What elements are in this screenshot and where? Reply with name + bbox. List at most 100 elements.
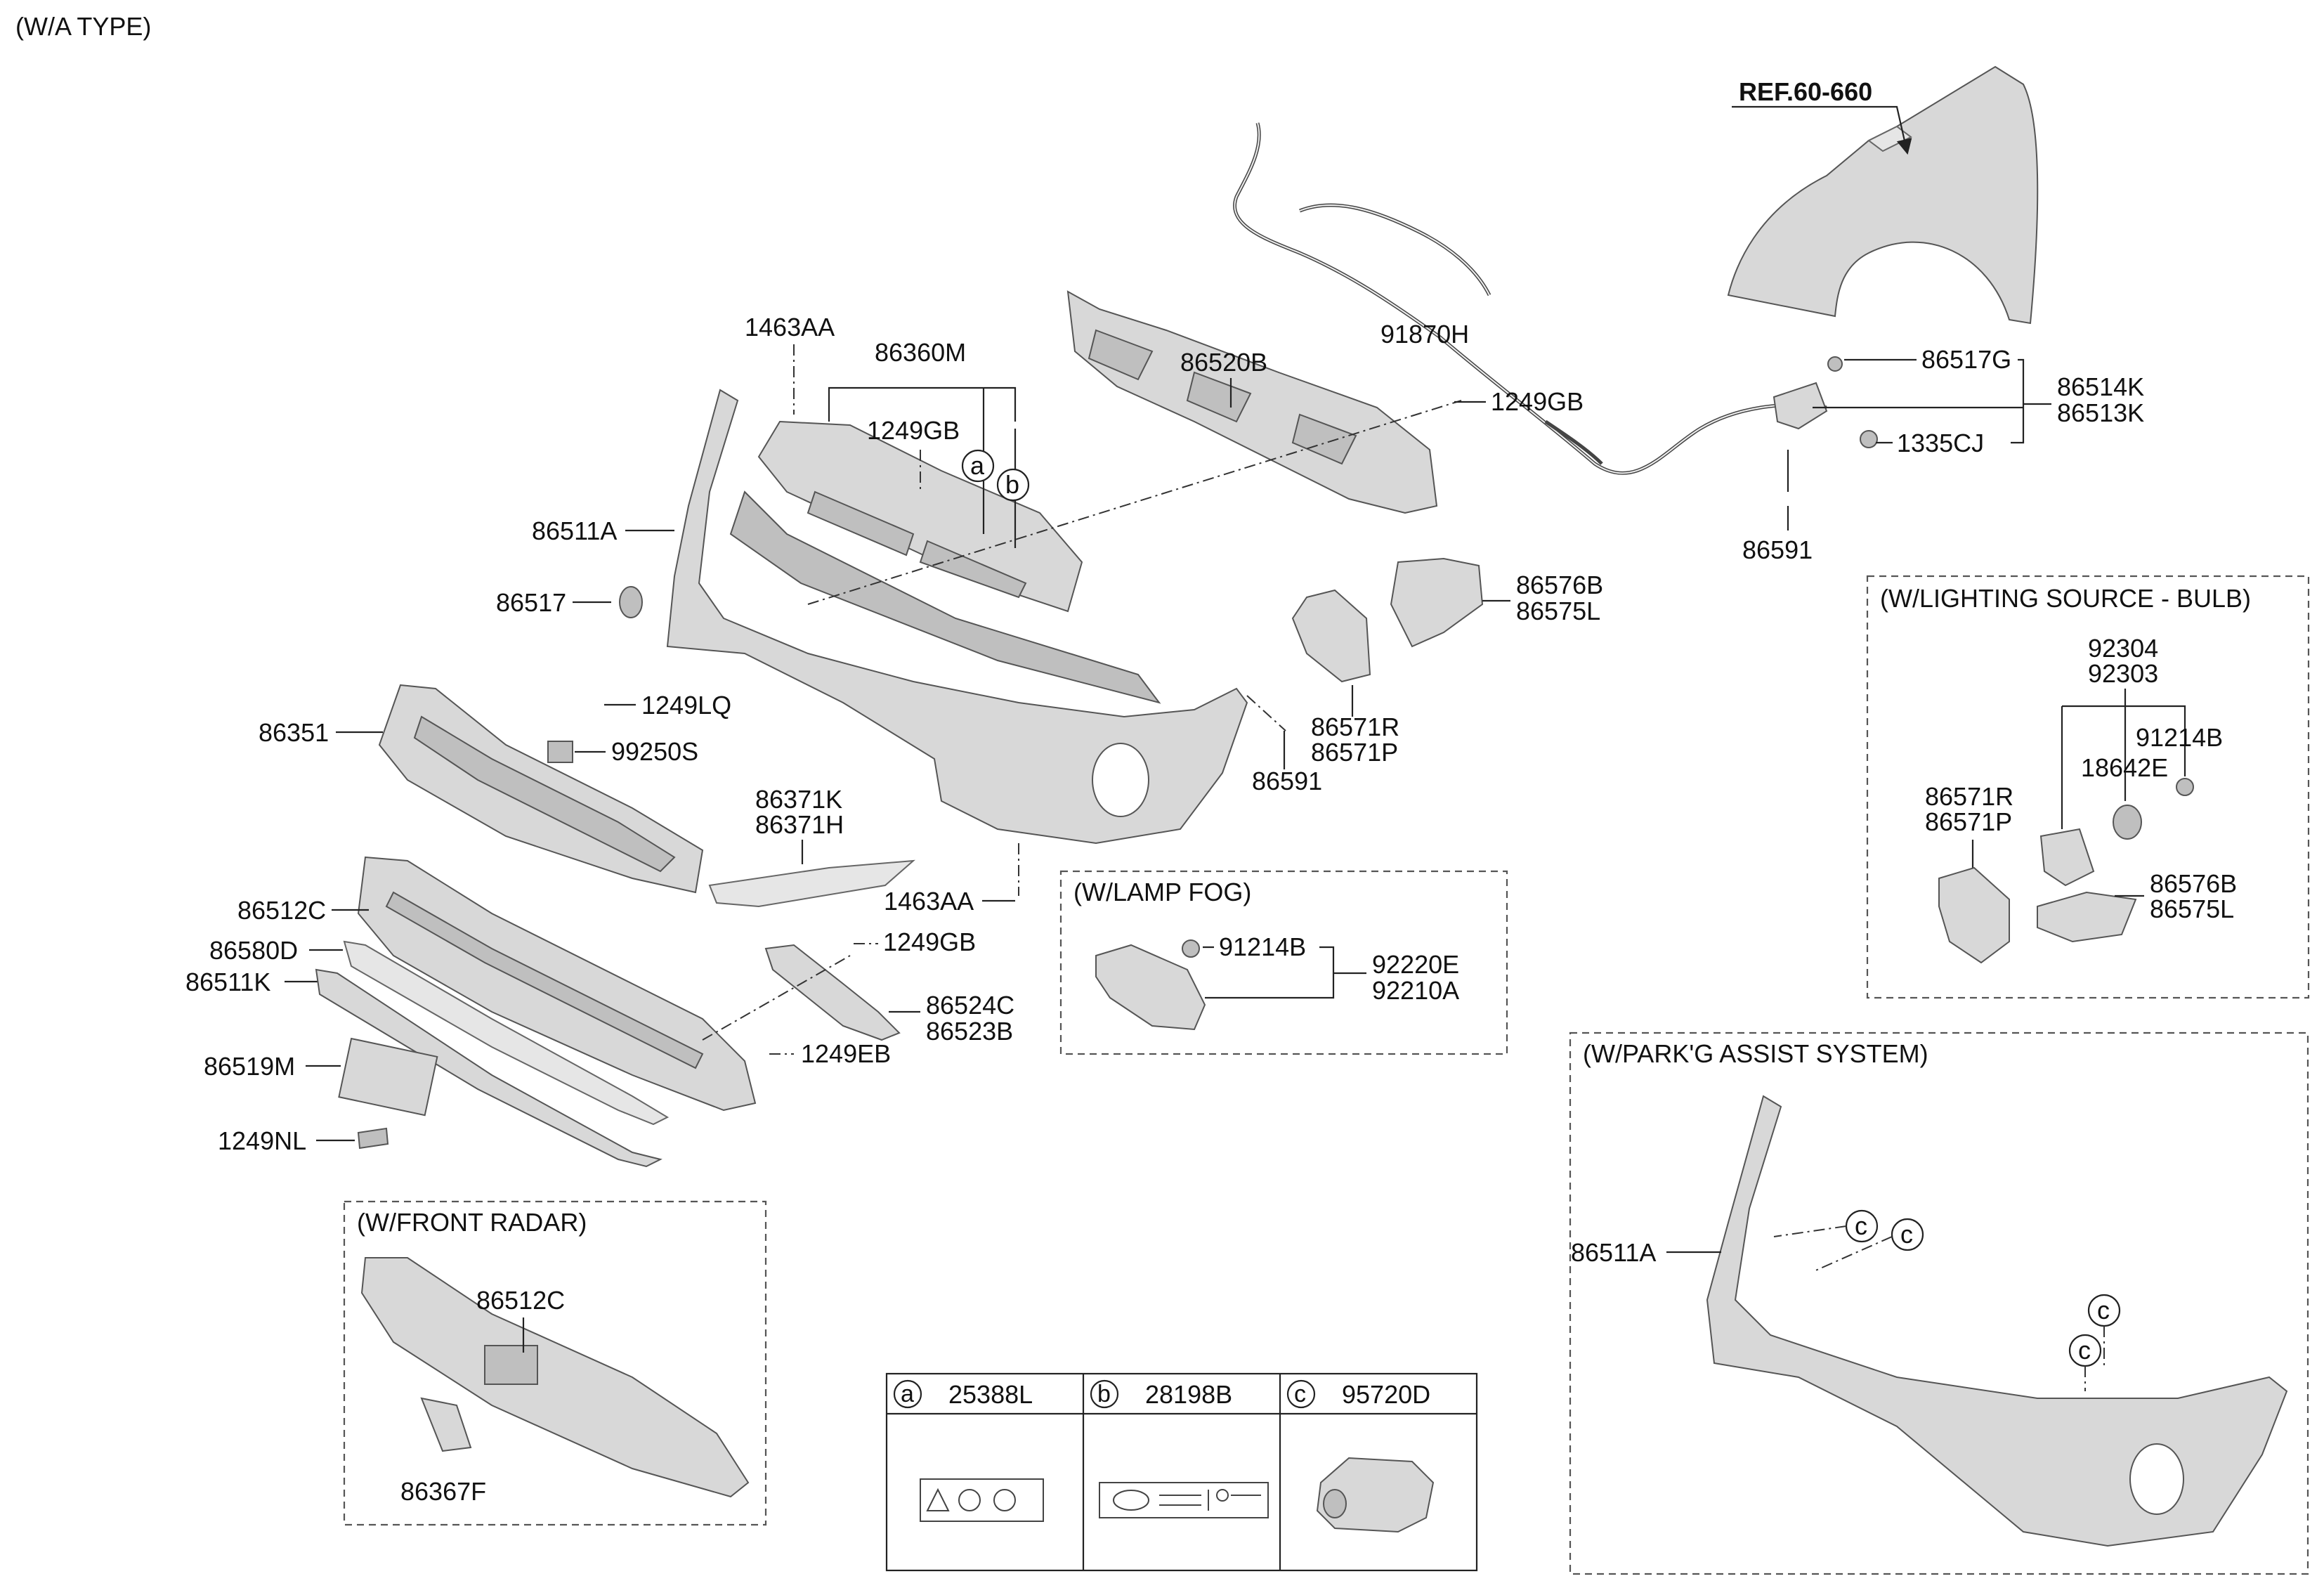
svg-text:c: c [1294, 1381, 1306, 1407]
energy-absorber-illustration [1066, 290, 1438, 514]
svg-text:25388L: 25388L [948, 1380, 1033, 1409]
label-1249EB: 1249EB [801, 1039, 891, 1068]
front-bumper-cover-illustration [666, 389, 1248, 845]
svg-text:c: c [1855, 1211, 1867, 1240]
caution-label-icon [920, 1478, 1044, 1522]
label-bulb-91214B: 91214B [2136, 723, 2223, 752]
radiator-grille-illustration [378, 684, 704, 894]
label-92304: 92304 [2088, 634, 2158, 663]
svg-text:a: a [970, 451, 985, 480]
label-86523B: 86523B [926, 1017, 1013, 1046]
fog-bulb-illustration [1182, 939, 1200, 958]
reference-label: REF.60-660 [1739, 77, 1872, 106]
svg-text:28198B: 28198B [1145, 1380, 1232, 1409]
label-86575L: 86575L [1516, 597, 1600, 625]
lower-lip-illustration [315, 968, 662, 1168]
label-86580D: 86580D [209, 936, 298, 965]
bulb-cover-right-illustration [2037, 891, 2137, 943]
label-86571P: 86571P [1311, 738, 1398, 767]
label-1249LQ: 1249LQ [641, 691, 731, 720]
label-92210A: 92210A [1372, 976, 1459, 1005]
park-assist-box [1569, 1031, 2309, 1575]
parking-sensor-icon [1316, 1457, 1435, 1533]
legend-cell-a: a 25388L [893, 1379, 1044, 1522]
grille-strip-illustration [708, 859, 915, 908]
svg-text:b: b [1097, 1381, 1111, 1407]
front-radar-title: (W/FRONT RADAR) [357, 1208, 587, 1237]
label-86591-mid: 86591 [1252, 767, 1322, 795]
label-1249GB-b: 1249GB [1491, 387, 1584, 416]
front-radar-box [343, 1200, 767, 1526]
svg-text:c: c [2097, 1296, 2110, 1325]
legend-cell-b: b 28198B [1090, 1379, 1269, 1518]
label-86513K: 86513K [2057, 398, 2144, 427]
ambient-sensor-illustration [547, 741, 573, 763]
side-garnish-illustration [764, 944, 901, 1041]
label-86514K: 86514K [2057, 372, 2144, 401]
fender-illustration [1727, 65, 2039, 325]
park-callout-c2: c [1891, 1218, 1924, 1251]
svg-text:b: b [1005, 470, 1019, 499]
lower-grille-illustration [357, 856, 757, 1112]
label-92303: 92303 [2088, 659, 2158, 688]
label-park-86511A: 86511A [1571, 1238, 1656, 1267]
label-86517: 86517 [496, 588, 566, 617]
wiring-harness-illustration [1233, 122, 1827, 475]
label-86371K: 86371K [755, 785, 842, 814]
lamp-fog-title: (W/LAMP FOG) [1073, 878, 1251, 906]
label-91870H: 91870H [1380, 320, 1469, 349]
label-1249GB-a: 1249GB [867, 416, 960, 445]
label-1249GB-c: 1249GB [883, 928, 976, 956]
label-bulb-86571R: 86571R [1925, 782, 2013, 811]
label-1249NL: 1249NL [218, 1126, 306, 1155]
info-label-icon [1099, 1482, 1269, 1518]
svg-text:c: c [1900, 1220, 1913, 1249]
park-assist-title: (W/PARK'G ASSIST SYSTEM) [1583, 1039, 1928, 1068]
radar-cover-illustration [420, 1397, 472, 1452]
label-86520B: 86520B [1180, 348, 1267, 377]
label-86512C: 86512C [237, 896, 326, 925]
callout-a: a [961, 449, 995, 483]
legend-table: a 25388L b 28198B c 95720D [885, 1372, 1478, 1572]
svg-text:a: a [901, 1381, 914, 1407]
park-callout-c3: c [2087, 1294, 2121, 1327]
label-86517G: 86517G [1921, 345, 2011, 374]
label-lampfog-91214B: 91214B [1219, 932, 1306, 961]
label-86511A: 86511A [532, 516, 617, 545]
fog-lamp-illustration [1095, 944, 1206, 1031]
lighting-bulb-title: (W/LIGHTING SOURCE - BULB) [1880, 584, 2251, 613]
label-18642E: 18642E [2081, 753, 2168, 782]
svg-text:c: c [2078, 1336, 2091, 1365]
label-1335CJ: 1335CJ [1897, 429, 1984, 457]
label-bulb-86571P: 86571P [1925, 807, 2012, 836]
label-86367F: 86367F [400, 1477, 486, 1506]
callout-b: b [996, 468, 1030, 502]
svg-text:95720D: 95720D [1342, 1380, 1430, 1409]
label-radar-86512C: 86512C [476, 1286, 565, 1315]
bulb-socket-illustration [2176, 778, 2194, 796]
lighting-source-bulb-box [1866, 575, 2310, 999]
screw-illustration [357, 1127, 389, 1150]
park-callout-c1: c [1845, 1209, 1879, 1243]
label-86351: 86351 [259, 718, 329, 747]
lamp-fog-box [1059, 870, 1508, 1055]
label-86576B: 86576B [1516, 571, 1603, 599]
label-86571R: 86571R [1311, 712, 1399, 741]
legend-cell-c: c 95720D [1286, 1379, 1435, 1533]
label-bulb-86576B: 86576B [2150, 869, 2237, 898]
label-86591-right: 86591 [1742, 535, 1813, 564]
label-86519M: 86519M [204, 1052, 295, 1081]
label-86511K: 86511K [185, 968, 270, 996]
label-86524C: 86524C [926, 991, 1014, 1020]
radar-opening-illustration [484, 1345, 538, 1385]
label-92220E: 92220E [1372, 950, 1459, 979]
label-bulb-86575L: 86575L [2150, 894, 2234, 923]
park-callout-c4: c [2068, 1334, 2102, 1367]
label-86360M: 86360M [875, 338, 966, 367]
radar-grille-illustration [360, 1257, 750, 1498]
bulb-illustration [2113, 805, 2142, 840]
variant-label: (W/A TYPE) [15, 12, 151, 41]
bulb-cover-left-illustration [1938, 866, 2010, 964]
label-99250S: 99250S [611, 737, 698, 766]
